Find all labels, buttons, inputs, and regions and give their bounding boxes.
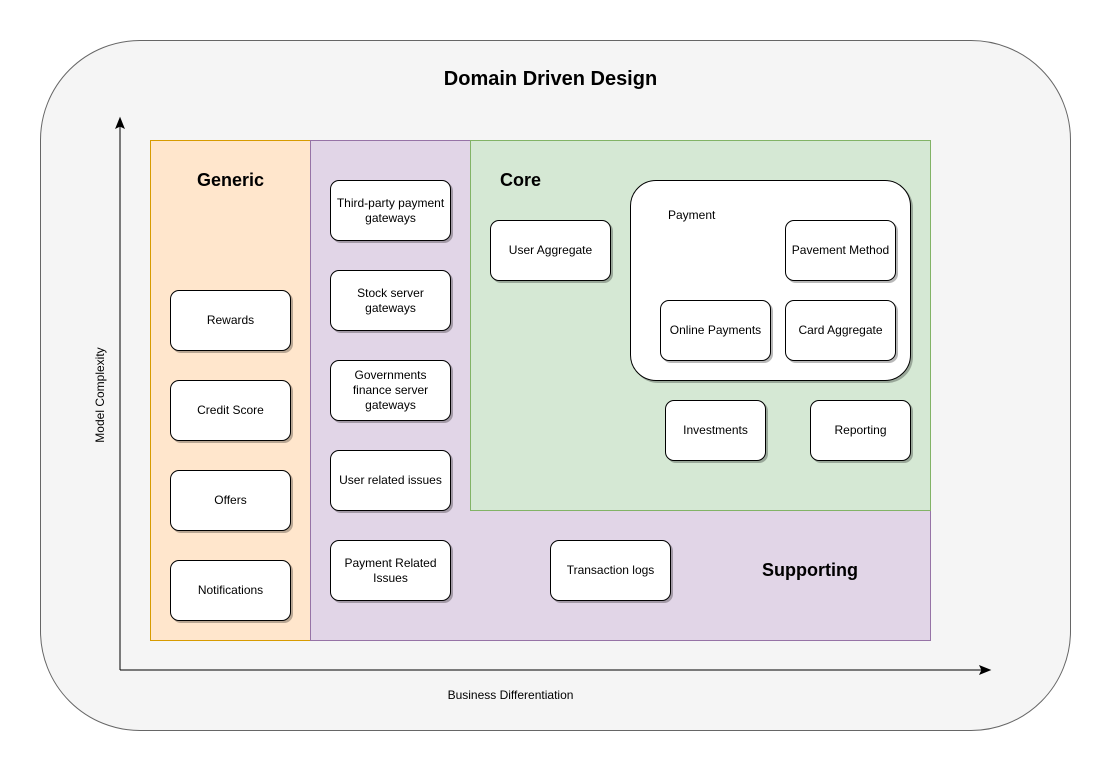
supporting-label: Supporting [762,560,858,580]
user-aggregate-box[interactable]: User Aggregate [490,220,611,281]
offers-box[interactable]: Offers [170,470,291,531]
x-axis-label: Business Differentiation [447,688,574,702]
y-axis-label: Model Complexity [93,347,107,443]
credit-score-box[interactable]: Credit Score [170,380,291,441]
payment-related-issues-box[interactable]: Payment Related Issues [330,540,451,601]
online-payments-box[interactable]: Online Payments [660,300,771,361]
reporting-box[interactable]: Reporting [810,400,911,461]
core-label: Core [500,170,542,190]
notifications-box[interactable]: Notifications [170,560,291,621]
card-aggregate-box[interactable]: Card Aggregate [785,300,896,361]
generic-label: Generic [197,170,265,190]
third-party-payment-gateways-box[interactable]: Third-party payment gateways [330,180,451,241]
y-axis-arrow [115,116,125,130]
transaction-logs-box[interactable]: Transaction logs [550,540,671,601]
x-axis-arrow [978,665,992,675]
diagram-title: Domain Driven Design [443,68,658,90]
investments-box[interactable]: Investments [665,400,766,461]
rewards-box[interactable]: Rewards [170,290,291,351]
pavement-method-box[interactable]: Pavement Method [785,220,896,281]
governments-finance-server-gateways-box[interactable]: Governments finance server gateways [330,360,451,421]
payment-group-label: Payment [668,208,716,222]
stock-server-gateways-box[interactable]: Stock server gateways [330,270,451,331]
user-related-issues-box[interactable]: User related issues [330,450,451,511]
